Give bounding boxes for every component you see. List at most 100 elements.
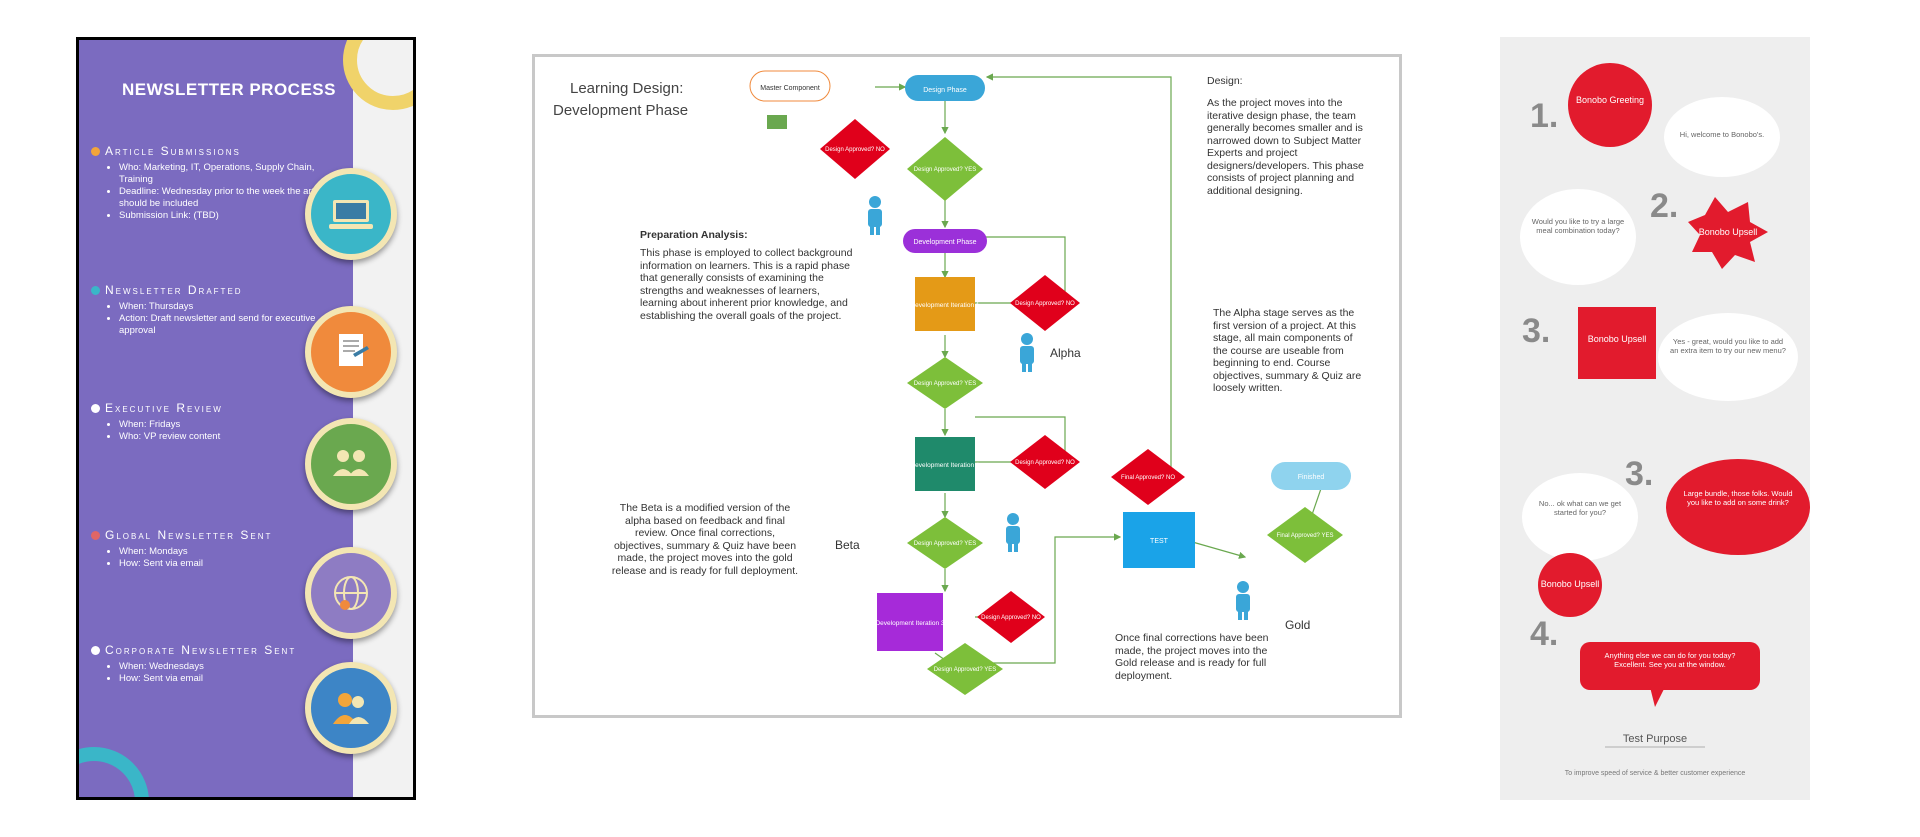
- beta-label: Beta: [835, 538, 860, 552]
- section-bullet: How: Sent via email: [119, 673, 341, 685]
- globe-icon: [305, 547, 397, 639]
- laptop-icon: [305, 168, 397, 260]
- section-bullet: When: Mondays: [119, 546, 341, 558]
- final-approved-no-diamond: [1111, 449, 1185, 505]
- step-number: 2.: [1650, 187, 1678, 225]
- person-icon: [1006, 513, 1020, 552]
- newsletter-process-panel: NEWSLETTER PROCESS Article Submissions W…: [76, 37, 416, 800]
- dev-iteration-1-node: [915, 277, 975, 331]
- flowchart-canvas: Master Component Design Phase Design App…: [553, 70, 1351, 695]
- section-heading: Executive Review: [105, 401, 223, 415]
- bullet-dot: [91, 146, 100, 156]
- process-label: Development Iteration 3: [875, 620, 944, 627]
- decision-label: Final Approved? YES: [1277, 533, 1334, 539]
- section-bullet: Submission Link: (TBD): [119, 210, 341, 222]
- design-approved-no-diamond: [820, 119, 890, 179]
- design-approved-yes-diamond: [907, 137, 983, 201]
- reply-bubble-text: No... ok what can we get started for you…: [1538, 499, 1622, 517]
- gold-label: Gold: [1285, 618, 1310, 632]
- section-bullet: Action: Draft newsletter and send for ex…: [119, 313, 341, 337]
- design-approved-yes-diamond: [907, 357, 983, 409]
- reply-bubble-text: Large bundle, those folks. Would you lik…: [1683, 489, 1793, 507]
- reply-bubble: [1664, 97, 1780, 177]
- speaker-bubble: [1578, 307, 1656, 379]
- reply-bubble: [1658, 313, 1798, 401]
- chat-infographic-canvas: 1. 2. 3. 3. 4. Bonobo Greeting Hi, welco…: [1520, 63, 1810, 777]
- design-approved-no-diamond: [977, 591, 1045, 643]
- decision-label: Design Approved? YES: [914, 381, 977, 387]
- design-approved-no-diamond: [1010, 275, 1080, 331]
- final-approved-yes-diamond: [1267, 507, 1343, 563]
- speaker-bubble: [1568, 63, 1652, 147]
- step-number: 4.: [1530, 615, 1558, 653]
- decision-label: Design Approved? NO: [1015, 301, 1075, 307]
- finished-node: [1271, 462, 1351, 490]
- decision-label: Final Approved? NO: [1121, 475, 1175, 481]
- reply-bubble-text: Would you like to try a large meal combi…: [1531, 217, 1625, 235]
- dev-iteration-3-node: [877, 593, 943, 651]
- people-icon: [305, 418, 397, 510]
- bullet-dot: [91, 285, 100, 295]
- gold-text: Once final corrections have been made, t…: [1115, 632, 1269, 682]
- decision-label: Design Approved? YES: [914, 541, 977, 547]
- speaker-bubble: [1666, 459, 1810, 555]
- person-icon: [1020, 333, 1034, 372]
- section-bullet: How: Sent via email: [119, 558, 341, 570]
- decision-label: Design Approved? NO: [1015, 460, 1075, 466]
- design-approved-no-diamond: [1010, 435, 1080, 489]
- test-node: [1123, 512, 1195, 568]
- beta-text: The Beta is a modified version of the al…: [611, 502, 799, 577]
- flow-title-line2: Development Phase: [553, 102, 688, 119]
- step-number: 3.: [1625, 455, 1653, 493]
- process-label: Development Iteration 2: [910, 462, 979, 469]
- speaker-bubble-label: Bonobo Upsell: [1699, 227, 1758, 237]
- decision-label: Design Approved? YES: [934, 667, 997, 673]
- speaker-bubble-label: Bonobo Greeting: [1576, 95, 1644, 105]
- person-icon: [1236, 581, 1250, 620]
- flow-title-line1: Learning Design:: [570, 80, 683, 97]
- purpose-text: To improve speed of service & better cus…: [1565, 770, 1746, 777]
- section-executive-review: Executive Review When: FridaysWho: VP re…: [91, 401, 341, 443]
- reply-bubble: [1522, 473, 1638, 561]
- dev-iteration-2-node: [915, 437, 975, 491]
- prep-text: This phase is employed to collect backgr…: [640, 247, 853, 322]
- finished-label: Finished: [1298, 474, 1325, 481]
- speaker-bubble-label: Bonobo Upsell: [1588, 334, 1647, 344]
- section-bullet: When: Wednesdays: [119, 661, 341, 673]
- document-icon: [305, 306, 397, 398]
- process-label: Development Iteration 1: [910, 302, 979, 309]
- alpha-text: The Alpha stage serves as the first vers…: [1213, 307, 1362, 394]
- section-bullet: When: Thursdays: [119, 301, 341, 313]
- prep-heading: Preparation Analysis:: [640, 229, 748, 241]
- team-icon: [305, 662, 397, 754]
- decision-label: Design Approved? NO: [981, 615, 1041, 621]
- development-phase-label: Development Phase: [913, 239, 976, 246]
- computer-icon: [767, 115, 787, 129]
- design-phase-label: Design Phase: [923, 87, 967, 94]
- decorative-arc-bottom: [79, 747, 149, 797]
- bullet-dot: [91, 403, 100, 413]
- speaker-bubble: [1538, 553, 1602, 617]
- section-heading: Global Newsletter Sent: [105, 528, 273, 542]
- reply-bubble-text: Yes - great, would you like to add an ex…: [1670, 337, 1786, 355]
- bullet-dot: [91, 530, 100, 540]
- development-phase-node: [903, 229, 987, 253]
- alpha-label: Alpha: [1050, 346, 1081, 360]
- speaker-bubble: [1688, 197, 1768, 269]
- bubble-tail: [1650, 687, 1665, 707]
- decision-label: Design Approved? YES: [914, 167, 977, 173]
- reply-bubble: [1520, 189, 1636, 285]
- reply-bubble-text: Hi, welcome to Bonobo's.: [1680, 130, 1764, 139]
- chat-infographic-panel: 1. 2. 3. 3. 4. Bonobo Greeting Hi, welco…: [1500, 37, 1810, 800]
- design-text: As the project moves into the iterative …: [1207, 97, 1364, 197]
- section-newsletter-drafted: Newsletter Drafted When: ThursdaysAction…: [91, 283, 341, 337]
- design-heading: Design:: [1207, 75, 1243, 87]
- final-speaker-bubble: [1580, 642, 1760, 690]
- section-article-submissions: Article Submissions Who: Marketing, IT, …: [91, 144, 341, 222]
- person-icon: [868, 196, 882, 235]
- final-bubble-text: Anything else we can do for you today? E…: [1604, 651, 1736, 669]
- design-approved-yes-diamond: [927, 643, 1003, 695]
- flowchart-panel: Master Component Design Phase Design App…: [532, 54, 1402, 718]
- section-corporate-newsletter-sent: Corporate Newsletter Sent When: Wednesda…: [91, 643, 341, 685]
- purpose-title: Test Purpose: [1623, 733, 1687, 745]
